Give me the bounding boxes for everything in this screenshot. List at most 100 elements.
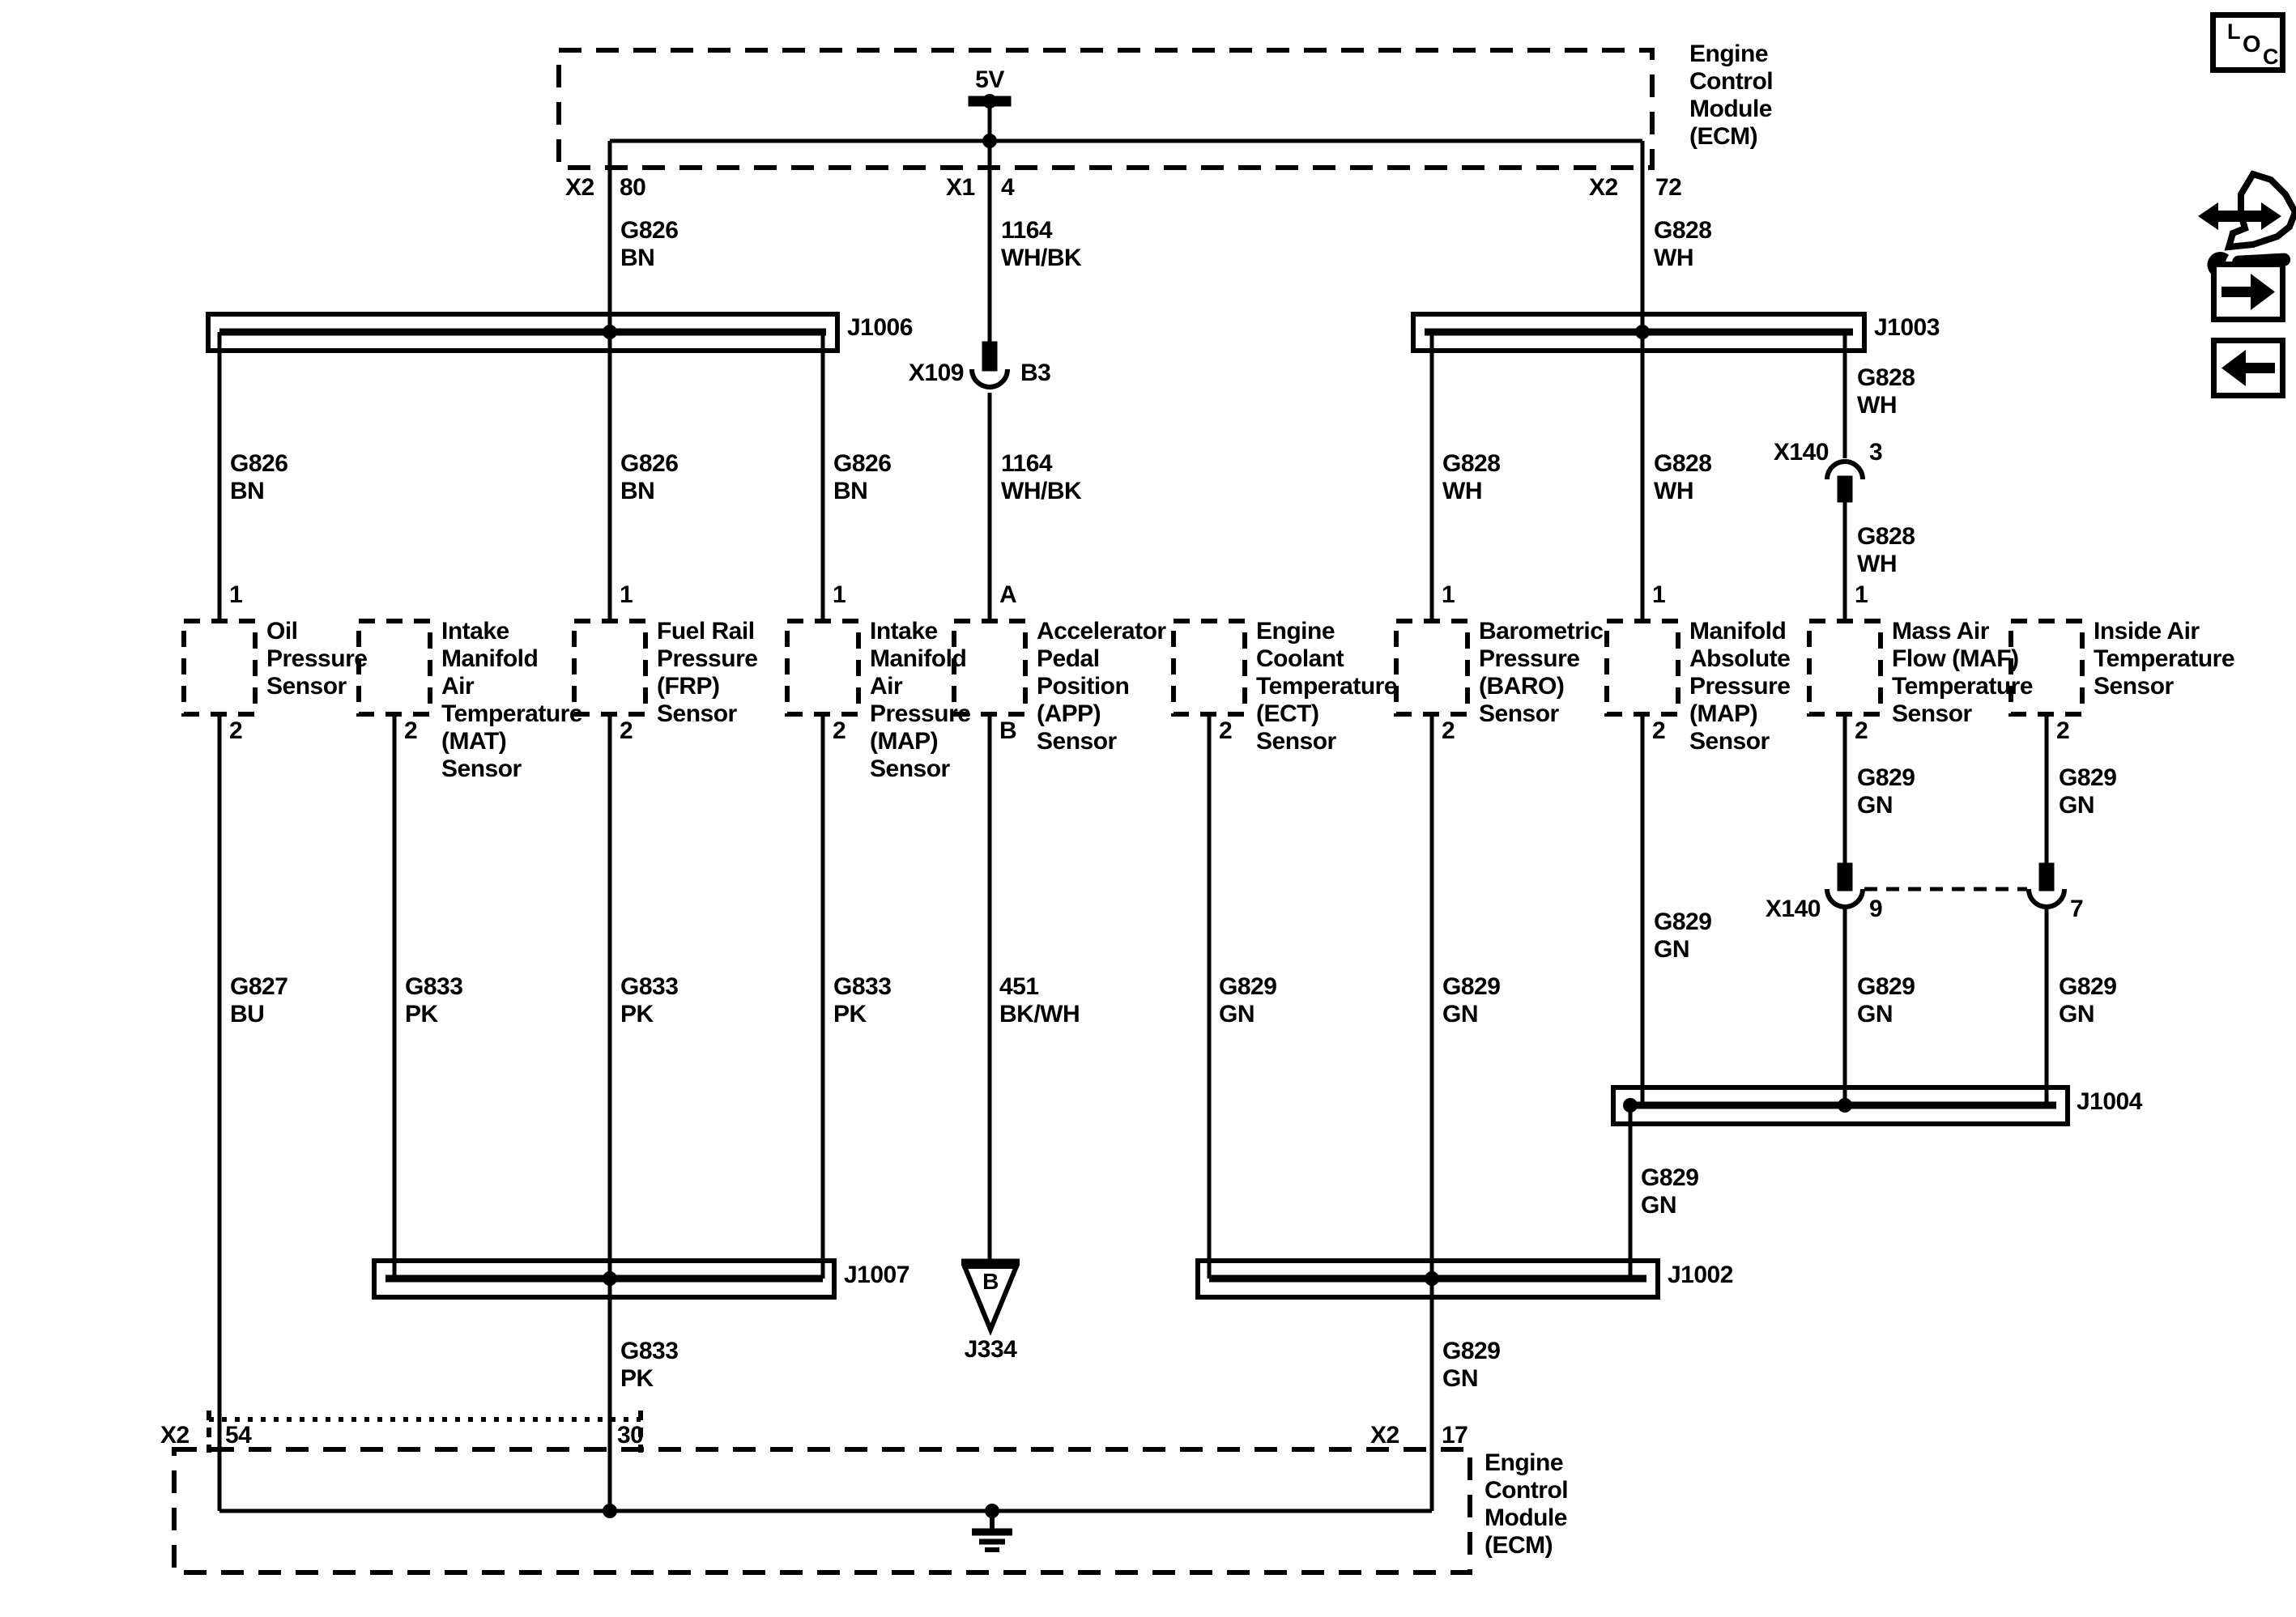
maf-pin2: 2 — [1855, 717, 1868, 744]
oil-pin1: 1 — [229, 581, 243, 608]
connector-x109-label: X109 — [908, 360, 965, 386]
wire-label-g826-2: G826 BN — [230, 450, 288, 504]
mapa-pin1: 1 — [1652, 581, 1666, 608]
mat-sensor-box — [356, 619, 432, 717]
wire-label-g833-pin30: G833 PK — [620, 1338, 679, 1392]
pin-x2-72-conn: X2 — [1589, 174, 1618, 201]
map-abs-sensor-label: Manifold Absolute Pressure (MAP) Sensor — [1689, 618, 1791, 755]
wire-label-g826-3: G826 BN — [620, 450, 679, 504]
map-abs-sensor-box — [1604, 619, 1680, 717]
wire-label-g829-pin17: G829 GN — [1442, 1338, 1501, 1392]
arrow-left-icon — [2221, 350, 2275, 386]
wire-label-g829-maf-upper: G829 GN — [1857, 764, 1915, 819]
wire-label-g828-5: G828 WH — [1857, 523, 1915, 577]
j1003-bar — [1411, 312, 1867, 353]
wire-label-g827: G827 BU — [230, 973, 288, 1028]
pin-x1-4-conn: X1 — [946, 174, 975, 201]
wire-label-g829-iat-upper: G829 GN — [2059, 764, 2117, 819]
frp-pin2: 2 — [620, 717, 633, 744]
junction-dots — [603, 94, 1852, 1518]
ecm-bottom-label: Engine Control Module (ECM) — [1485, 1449, 1569, 1559]
j334-triangle — [961, 1264, 1020, 1336]
j334-label: J334 — [964, 1336, 1017, 1363]
wire-label-g828-2: G828 WH — [1442, 450, 1501, 504]
inline-connectors — [969, 341, 2067, 909]
wire-label-g829-iat-lower: G829 GN — [2059, 973, 2117, 1028]
mapi-pin2: 2 — [833, 717, 846, 744]
connector-x140-97-label: X140 — [1765, 896, 1821, 922]
iat-sensor-box — [2008, 619, 2085, 717]
connector-x140-3-pin: 3 — [1869, 439, 1883, 466]
pin-x2-54-num: 54 — [225, 1422, 252, 1449]
pin-x2-72-num: 72 — [1655, 174, 1682, 201]
mat-sensor-label: Intake Manifold Air Temperature (MAT) Se… — [441, 618, 583, 782]
wire-label-g833-mat: G833 PK — [405, 973, 463, 1028]
maf-pin1: 1 — [1855, 581, 1868, 608]
pin-x2-17-num: 17 — [1442, 1422, 1468, 1449]
wire-label-g829-mapa: G829 GN — [1654, 908, 1712, 963]
x140-9-socket — [1825, 888, 1865, 909]
x109-b3-socket — [969, 368, 1010, 389]
iat-sensor-label: Inside Air Temperature Sensor — [2094, 618, 2235, 700]
x140-3-socket — [1825, 459, 1865, 480]
oil-sensor-box — [181, 619, 258, 717]
j1003-label: J1003 — [1874, 314, 1940, 341]
loc-letter-l: L — [2227, 19, 2241, 44]
back-page-button[interactable] — [2211, 338, 2285, 398]
baro-sensor-label: Barometric Pressure (BARO) Sensor — [1479, 618, 1604, 727]
j334-pin-b: B — [982, 1269, 999, 1294]
x109-b3-pin — [982, 341, 998, 372]
pin-x2-80-num: 80 — [620, 174, 646, 201]
x140-7-pin — [2038, 862, 2055, 891]
x140-7-socket — [2026, 888, 2067, 909]
x140-9-pin — [1837, 862, 1853, 891]
maf-sensor-label: Mass Air Flow (MAF) Temperature Sensor — [1892, 618, 2034, 727]
wire-label-g826-1: G826 BN — [620, 217, 679, 271]
ect-pin2: 2 — [1219, 717, 1233, 744]
loc-letter-o: O — [2243, 32, 2261, 57]
mapa-pin2: 2 — [1652, 717, 1666, 744]
junction-bars — [206, 312, 2070, 1300]
wire-label-g833-mapi: G833 PK — [833, 973, 892, 1028]
wire-label-g829-maf-lower: G829 GN — [1857, 973, 1915, 1028]
j1007-label: J1007 — [844, 1262, 909, 1288]
connector-x140-3-label: X140 — [1773, 439, 1830, 466]
pin-x1-4-num: 4 — [1001, 174, 1015, 201]
j1007-bar — [372, 1258, 837, 1300]
loc-button[interactable]: L O C — [2210, 12, 2285, 73]
wire-label-g829-ect: G829 GN — [1219, 973, 1277, 1028]
app-pin-a: A — [999, 581, 1017, 608]
frp-sensor-box — [572, 619, 648, 717]
supply-5v-label: 5V — [975, 66, 1004, 93]
next-page-button[interactable] — [2211, 262, 2285, 322]
j1006-bar — [206, 312, 840, 353]
ect-sensor-box — [1171, 619, 1247, 717]
maf-sensor-box — [1807, 619, 1883, 717]
pin-x2-54-conn: X2 — [160, 1422, 190, 1449]
wire-label-g826-4: G826 BN — [833, 450, 892, 504]
app-sensor-box — [952, 619, 1028, 717]
oil-sensor-label: Oil Pressure Sensor — [266, 618, 368, 700]
wire-label-g829-j1004: G829 GN — [1641, 1164, 1699, 1219]
x140-3-pin — [1837, 475, 1853, 503]
connector-x140-pin7: 7 — [2070, 896, 2084, 922]
ecm-top-box — [556, 48, 1655, 170]
connector-x140-pin9: 9 — [1869, 896, 1883, 922]
wire-label-g828-4: G828 WH — [1857, 364, 1915, 419]
ecm-top-label: Engine Control Module (ECM) — [1689, 40, 1774, 150]
ect-sensor-label: Engine Coolant Temperature (ECT) Sensor — [1256, 618, 1398, 755]
j1004-label: J1004 — [2077, 1088, 2142, 1115]
mat-pin2: 2 — [404, 717, 418, 744]
connector-b3-label: B3 — [1020, 360, 1051, 386]
map-intake-sensor-box — [785, 619, 861, 717]
map-intake-sensor-label: Intake Manifold Air Pressure (MAP) Senso… — [870, 618, 971, 782]
baro-pin2: 2 — [1442, 717, 1455, 744]
app-sensor-label: Accelerator Pedal Position (APP) Sensor — [1037, 618, 1166, 755]
pin-x2-80-conn: X2 — [565, 174, 594, 201]
baro-pin1: 1 — [1442, 581, 1455, 608]
wire-label-g828-1: G828 WH — [1654, 217, 1712, 271]
wire-label-g829-baro: G829 GN — [1442, 973, 1501, 1028]
iat-pin2: 2 — [2056, 717, 2070, 744]
